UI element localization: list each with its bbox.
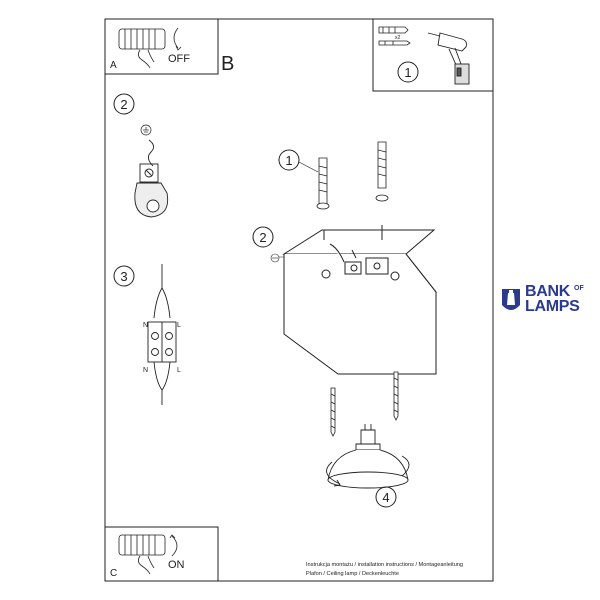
footer-line-2: Plafon / Ceiling lamp / Deckenleuchte bbox=[306, 571, 399, 577]
ground-clamp-icon bbox=[134, 139, 169, 218]
screw-right-icon bbox=[393, 371, 399, 421]
brand-word-1: BANK bbox=[525, 283, 571, 300]
wall-plug-left-icon bbox=[316, 157, 330, 210]
brand-word-2: LAMPS bbox=[525, 298, 580, 315]
bulb-icon bbox=[327, 424, 409, 489]
ground-step: 2 bbox=[113, 93, 169, 218]
wiring-step: 3 N L N L bbox=[113, 264, 181, 405]
terminal-l-top: L bbox=[177, 322, 181, 329]
mounting-step: 1 2 bbox=[252, 141, 438, 508]
wiring-step-number: 3 bbox=[120, 269, 127, 284]
sheet-border bbox=[104, 18, 494, 582]
brand-logo: BANK OF LAMPS bbox=[499, 283, 599, 317]
tools-step-number: 1 bbox=[404, 65, 411, 80]
terminal-n-bottom: N bbox=[143, 367, 148, 374]
ground-symbol-small-icon bbox=[270, 253, 280, 263]
lighthouse-icon bbox=[502, 289, 520, 310]
bulb-step-number: 4 bbox=[382, 490, 389, 505]
mount-ground-step-number: 2 bbox=[259, 230, 266, 245]
panel-c-letter: C bbox=[110, 568, 117, 579]
screw-left-icon bbox=[330, 387, 336, 437]
panel-c: C ON bbox=[104, 526, 219, 582]
lamp-body bbox=[282, 225, 438, 375]
panel-a-letter: A bbox=[110, 60, 117, 71]
ground-step-number: 2 bbox=[120, 97, 127, 112]
brand-of: OF bbox=[574, 285, 584, 292]
on-label: ON bbox=[168, 559, 185, 571]
terminal-n-top: N bbox=[143, 322, 148, 329]
ground-symbol-icon bbox=[140, 124, 152, 136]
panel-a: A OFF bbox=[104, 18, 219, 75]
rotate-arrow-icon bbox=[326, 455, 410, 487]
wire-connector-icon bbox=[147, 264, 177, 405]
panel-b-letter: B bbox=[221, 53, 234, 75]
switch-on-icon bbox=[118, 534, 178, 575]
wall-plug-right-icon bbox=[375, 141, 389, 202]
tools-panel: x2 1 bbox=[372, 18, 494, 92]
switch-off-icon bbox=[118, 27, 182, 69]
quantity-label: x2 bbox=[395, 35, 401, 41]
mount-screws-step-number: 1 bbox=[285, 153, 292, 168]
off-label: OFF bbox=[168, 53, 190, 65]
terminal-l-bottom: L bbox=[177, 367, 181, 374]
drill-icon bbox=[427, 32, 470, 85]
footer-line-1: Instrukcja montażu / installation instru… bbox=[306, 562, 463, 568]
wall-plug-icon bbox=[378, 26, 411, 46]
